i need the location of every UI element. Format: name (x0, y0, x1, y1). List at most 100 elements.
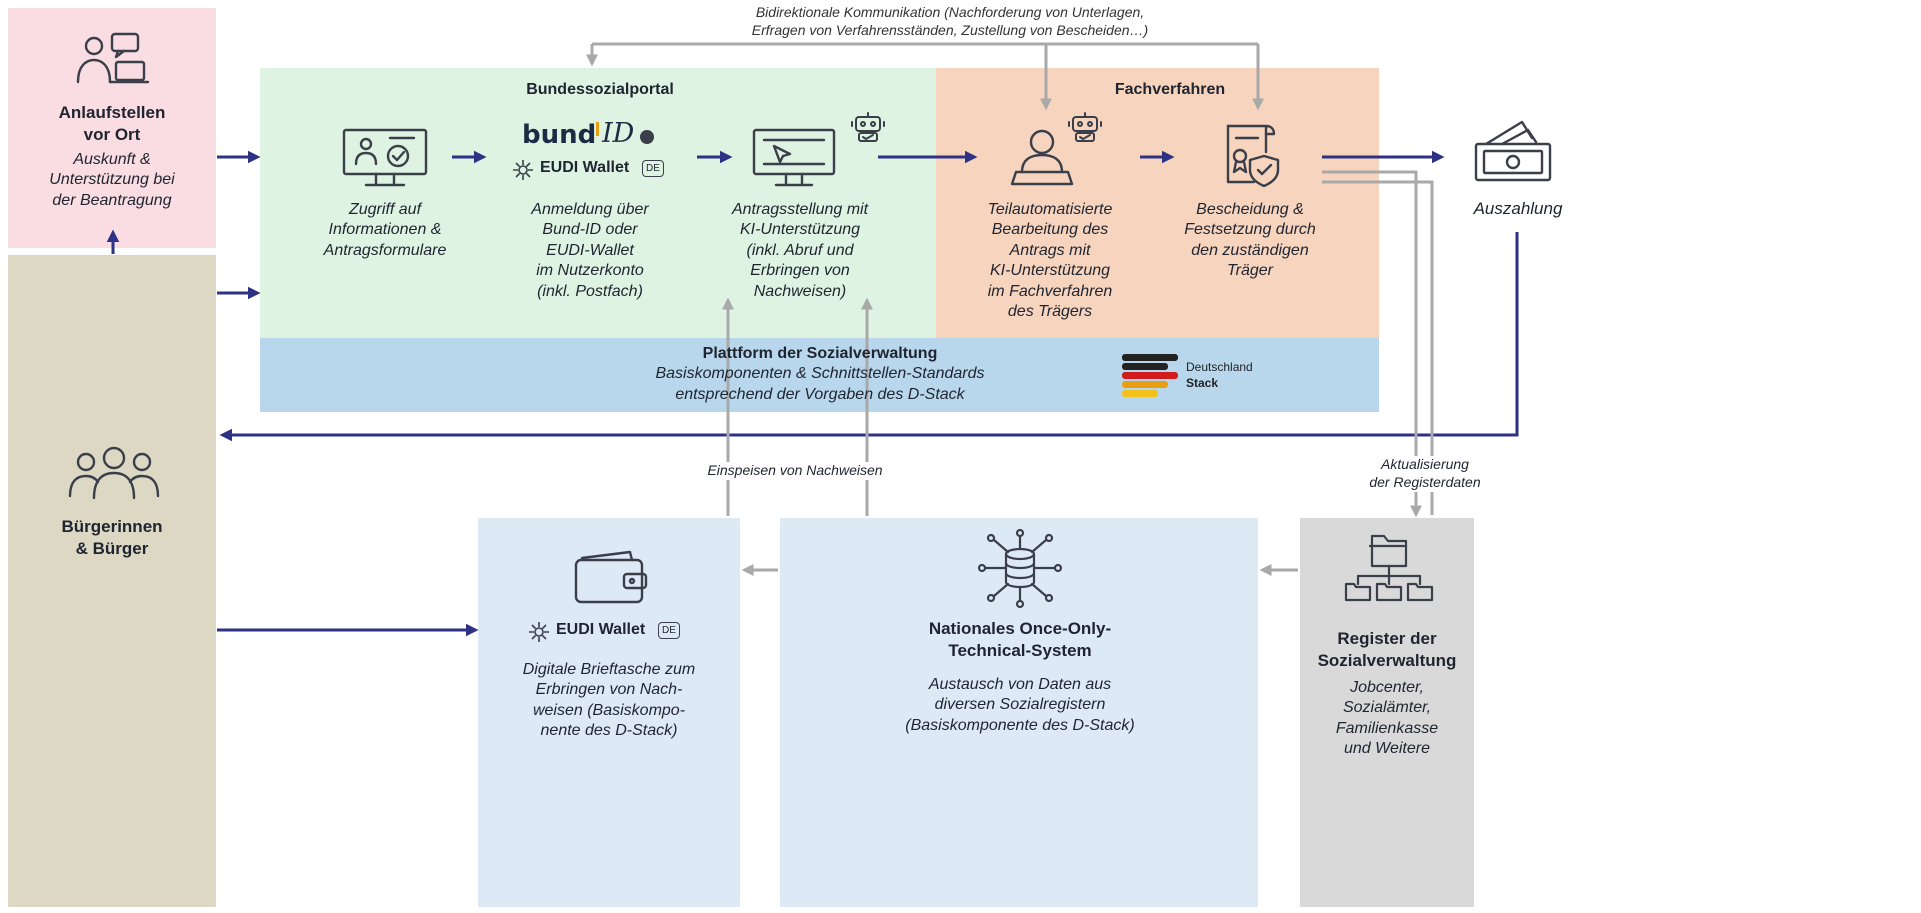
deutschland-stack-logo: Deutschland Stack (1122, 354, 1282, 400)
plattform-text: Plattform der Sozialverwaltung Basiskomp… (560, 344, 1080, 405)
anmeldung-line3: EUDI-Wallet (546, 241, 634, 259)
antrag-line3: (inkl. Abruf und (746, 241, 854, 259)
bearbeitung-line2: Bearbeitung des (991, 221, 1109, 239)
robot-icon-fachverfahren (1068, 112, 1102, 147)
eudi-wallet-logo-portal: EUDI Wallet DE (512, 158, 677, 182)
wallet-desc: Digitale Brieftasche zum Erbringen von N… (484, 660, 734, 742)
ootss-desc-line2: diversen Sozialregistern (934, 696, 1106, 714)
eudi-wallet-logo-bottom: EUDI Wallet DE (528, 620, 693, 644)
eudi-badge-portal: DE (642, 160, 664, 177)
anmeldung-line2: Bund-ID oder (542, 221, 638, 239)
eudi-star-icon-bottom (529, 622, 549, 642)
register-title-line1: Register der (1337, 629, 1437, 648)
ootss-desc-line1: Austausch von Daten aus (928, 676, 1112, 693)
bidirectional-note-line2: Erfragen von Verfahrensständen, Zustellu… (751, 21, 1149, 38)
antrag-line4: Erbringen von (750, 262, 850, 280)
arrow-auszahlung-to-buerger (219, 232, 1519, 442)
arrow-bescheid-to-register-a (1322, 170, 1422, 518)
anlaufstellen-title-line1: Anlaufstellen (58, 103, 166, 122)
antrag-line1: Antragsstellung mit (731, 201, 869, 218)
auszahlung-label: Auszahlung (1473, 199, 1563, 218)
database-network-icon (968, 528, 1072, 615)
dstack-logo-text2: Stack (1186, 376, 1219, 390)
aktualisierung-label: Aktualisierung der Registerdaten (1350, 456, 1500, 492)
ootss-desc-line3: (Basiskomponente des D-Stack) (905, 716, 1135, 734)
anmeldung-line1: Anmeldung über (531, 201, 649, 218)
wallet-desc-line1: Digitale Brieftasche zum (522, 661, 696, 678)
plattform-title: Plattform der Sozialverwaltung (702, 345, 938, 362)
wallet-box (478, 518, 740, 907)
zugriff-line3: Antragsformulare (323, 241, 447, 259)
money-icon (1472, 118, 1554, 189)
bescheid-line2: Festsetzung durch (1184, 221, 1316, 239)
ootss-title: Nationales Once-Only- Technical-System (800, 618, 1240, 662)
anlaufstellen-desc: Auskunft & Unterstützung bei der Beantra… (8, 150, 216, 211)
ootss-title-line1: Nationales Once-Only- (928, 619, 1112, 638)
plattform-line1: Basiskomponenten & Schnittstellen-Standa… (655, 365, 985, 383)
dstack-logo-text1: Deutschland (1186, 360, 1253, 374)
register-title-line2: Sozialverwaltung (1317, 650, 1457, 670)
register-desc-line3: Familienkasse (1335, 719, 1439, 737)
register-title: Register der Sozialverwaltung (1300, 628, 1474, 672)
ootss-desc: Austausch von Daten aus diversen Sozialr… (800, 675, 1240, 736)
bearbeitung-line4: KI-Unterstützung (989, 262, 1111, 280)
eudi-wallet-text-bottom: EUDI Wallet (556, 621, 646, 638)
register-desc-line4: und Weitere (1344, 740, 1430, 758)
antrag-line5: Nachweisen) (753, 282, 847, 300)
buerger-box (8, 255, 216, 907)
register-desc: Jobcenter, Sozialämter, Familienkasse un… (1300, 678, 1474, 760)
dstack-bar-black (1122, 354, 1178, 361)
anlaufstellen-desc-line2: Unterstützung bei (49, 171, 175, 189)
arrow-bescheid-to-register-b (1322, 180, 1434, 515)
eudi-wallet-text-portal: EUDI Wallet (540, 159, 630, 176)
ootss-title-line2: Technical-System (948, 640, 1092, 660)
bund-id-logo-bund: bund (522, 120, 597, 150)
register-box (1300, 518, 1474, 907)
aktualisierung-line1: Aktualisierung (1381, 456, 1469, 472)
anmeldung-line5: (inkl. Postfach) (537, 282, 643, 300)
anlaufstellen-title-line2: vor Ort (83, 124, 141, 144)
anmeldung-line4: im Nutzerkonto (536, 262, 644, 280)
einspeisen-label: Einspeisen von Nachweisen (690, 462, 900, 480)
consultation-icon (72, 32, 152, 91)
fachverfahren-box (936, 68, 1379, 338)
dstack-bar-red (1122, 372, 1178, 379)
bund-id-logo-id: ID (602, 118, 635, 149)
bundessozialportal-box (260, 68, 936, 338)
bearbeitung-line3: Antrags mit (1009, 241, 1091, 259)
anlaufstellen-desc-line1: Auskunft & (73, 151, 151, 168)
bearbeitung-line5: im Fachverfahren (987, 282, 1113, 300)
ootss-box (780, 518, 1258, 907)
citizens-group-icon (66, 446, 162, 503)
folder-tree-icon (1344, 532, 1434, 609)
bidirectional-note: Bidirektionale Kommunikation (Nachforder… (720, 4, 1180, 40)
bearbeitung-text: Teilautomatisierte Bearbeitung des Antra… (960, 200, 1140, 323)
dstack-bar-red2 (1122, 381, 1168, 388)
antrag-line2: KI-Unterstützung (739, 221, 861, 239)
bescheid-line4: Träger (1227, 262, 1273, 280)
anlaufstellen-title: Anlaufstellen vor Ort (8, 102, 216, 146)
worker-laptop-icon (1010, 128, 1082, 191)
robot-icon-portal (851, 112, 885, 147)
bearbeitung-line1: Teilautomatisierte (987, 201, 1113, 218)
plattform-line2: entsprechend der Vorgaben des D-Stack (675, 385, 965, 403)
monitor-cursor-icon (750, 128, 846, 193)
lock-icon (640, 130, 654, 144)
zugriff-text: Zugriff auf Informationen & Antragsformu… (290, 200, 480, 261)
bund-id-accent (596, 122, 599, 136)
plattform-box (260, 338, 1379, 412)
bearbeitung-line6: des Trägers (1007, 303, 1093, 321)
wallet-desc-line4: nente des D-Stack) (540, 722, 678, 740)
anlaufstellen-desc-line3: der Beantragung (52, 191, 172, 209)
dstack-bar-gold (1122, 390, 1158, 397)
register-desc-line2: Sozialämter, (1342, 699, 1432, 717)
anmeldung-text: Anmeldung über Bund-ID oder EUDI-Wallet … (490, 200, 690, 302)
antrag-text: Antragsstellung mit KI-Unterstützung (in… (700, 200, 900, 302)
aktualisierung-line2: der Registerdaten (1369, 473, 1481, 490)
buerger-title: Bürgerinnen & Bürger (8, 516, 216, 560)
zugriff-line1: Zugriff auf (348, 201, 422, 218)
bidirectional-note-line1: Bidirektionale Kommunikation (Nachforder… (755, 4, 1145, 20)
register-desc-line1: Jobcenter, (1350, 679, 1424, 696)
monitor-user-check-icon (338, 128, 432, 193)
wallet-desc-line2: Erbringen von Nach- (535, 681, 683, 699)
